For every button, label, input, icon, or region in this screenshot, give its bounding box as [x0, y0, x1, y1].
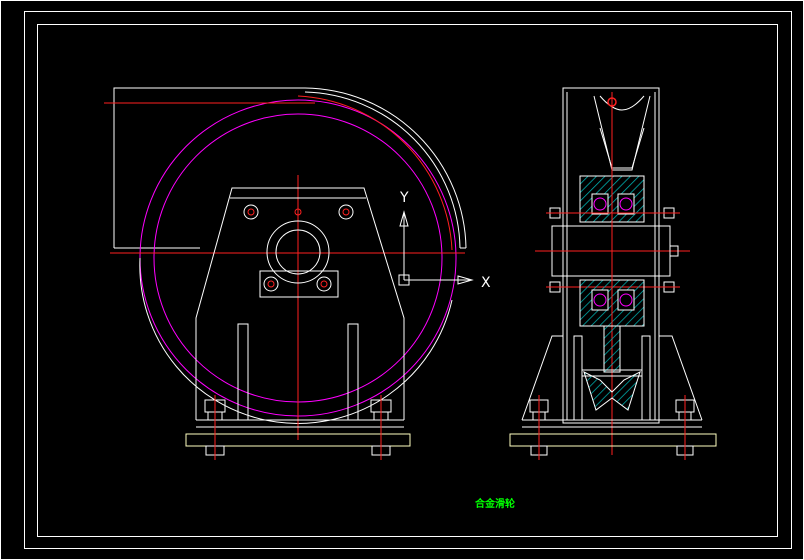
support-bracket [195, 187, 405, 421]
guard-red-arc [297, 95, 453, 251]
drawing-frame-border [24, 11, 792, 549]
upper-bearing-balls [591, 193, 635, 215]
inner-frame-border [37, 24, 778, 537]
lower-bearing-balls [591, 289, 635, 311]
ucs-axis-marker [398, 210, 474, 286]
hub-bore-circle [275, 229, 321, 275]
side-base-plate [509, 419, 717, 447]
guard-cover [113, 87, 467, 249]
front-foundation-bolts [204, 395, 392, 460]
drawing-title: 合金滑轮 [474, 497, 515, 510]
sheave-top [593, 95, 651, 171]
axis-y-label: Y [399, 190, 409, 206]
sheave-web [603, 325, 621, 373]
sheave-bottom [583, 371, 641, 411]
side-guard [562, 87, 660, 424]
hub-outer-circle [266, 220, 330, 284]
axle-end-nut [669, 245, 679, 257]
front-base-plate [185, 419, 411, 447]
front-view: Y X [104, 87, 491, 460]
axis-x-label: X [481, 275, 491, 291]
side-view [509, 87, 717, 460]
wheel-rim-arc [139, 257, 453, 424]
bracket-bolt-holes [243, 204, 354, 292]
side-foundation-bolts [529, 395, 695, 460]
